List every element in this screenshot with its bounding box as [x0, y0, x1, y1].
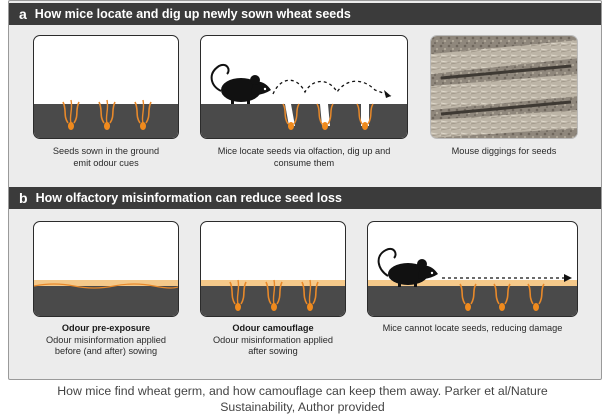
odour-wave-group: [316, 103, 334, 130]
seed-group: [301, 279, 319, 311]
photo-furrow: [440, 64, 572, 80]
section-b-title: How olfactory misinformation can reduce …: [35, 191, 342, 205]
soil-layer: [201, 104, 407, 138]
odour-wave-icon: [301, 281, 308, 305]
mouse-icon: [210, 64, 271, 104]
panel-a3-caption: Mouse diggings for seeds: [451, 146, 557, 156]
seed-group: [229, 279, 247, 311]
seed-icon: [271, 303, 277, 311]
odour-wave-icon: [316, 103, 323, 125]
panel-b1-caption: Odour pre-exposure Odour misinformation …: [45, 323, 166, 356]
seed-group: [459, 283, 477, 311]
seed-group: [527, 283, 545, 311]
section-a-title: How mice locate and dig up newly sown wh…: [34, 7, 351, 21]
odour-wave-icon: [109, 101, 116, 124]
panel-a2-caption: Mice locate seeds via olfaction, dig up …: [217, 146, 391, 168]
odour-wave-icon: [276, 281, 283, 305]
arrow-head: [384, 90, 391, 98]
seed-icon: [307, 303, 313, 311]
panel-mouse-digging: [200, 35, 408, 139]
panel-b3-caption: Mice cannot locate seeds, reducing damag…: [382, 323, 563, 333]
dig-hole: [320, 104, 330, 126]
photo-straw-row: [431, 74, 577, 110]
odour-wave-icon: [236, 279, 240, 305]
seed-group: [98, 99, 116, 130]
mouse-icon: [377, 248, 438, 287]
odour-wave-icon: [504, 283, 511, 305]
panel-mice-cannot-locate: [367, 221, 578, 317]
odour-wave-icon: [229, 281, 236, 305]
odour-wave-icon: [141, 99, 145, 124]
figure-caption: How mice find wheat germ, and how camouf…: [0, 383, 605, 415]
odour-wave-icon: [98, 101, 105, 124]
seed-icon: [140, 122, 146, 130]
odour-wave-icon: [145, 101, 152, 124]
seed-icon: [68, 122, 74, 130]
figure-caption-line1: How mice find wheat germ, and how camouf…: [57, 384, 548, 398]
odour-wave-icon: [272, 279, 276, 305]
odour-wave-group: [282, 103, 300, 130]
seed-group: [493, 283, 511, 311]
odour-wave-icon: [493, 283, 500, 305]
figure: a How mice locate and dig up newly sown …: [8, 0, 602, 380]
panel-seeds-sown: [33, 35, 179, 139]
seed-icon: [362, 122, 368, 130]
panel-mouse-diggings-photo: [430, 35, 578, 139]
panel-a1-caption: Seeds sown in the ground emit odour cues: [52, 146, 160, 168]
photo-straw-row: [431, 110, 577, 138]
figure-caption-line2: Sustainability, Author provided: [220, 400, 385, 414]
odour-wave-icon: [312, 281, 319, 305]
odour-wave-icon: [538, 283, 545, 305]
odour-wave-group: [356, 103, 374, 130]
odour-layer-edge: [34, 283, 178, 289]
odour-wave-icon: [105, 99, 109, 124]
seed-icon: [288, 122, 294, 130]
odour-wave-icon: [134, 101, 141, 124]
section-b-letter: b: [19, 190, 28, 206]
odour-wave-icon: [69, 99, 73, 124]
seed-group: [265, 279, 283, 311]
section-b-header: b How olfactory misinformation can reduc…: [9, 187, 601, 209]
odour-wave-icon: [293, 103, 300, 125]
photo-straw-row: [431, 40, 577, 74]
section-a-letter: a: [19, 6, 27, 22]
odour-wave-icon: [265, 281, 272, 305]
panel-odour-pre-exposure: [33, 221, 179, 317]
odour-wave-icon: [470, 283, 477, 305]
odour-wave-icon: [367, 103, 374, 125]
odour-wave-icon: [62, 101, 69, 124]
odour-wave-icon: [356, 103, 363, 125]
seed-icon: [499, 303, 505, 311]
odour-wave-icon: [73, 101, 80, 124]
odour-wave-icon: [240, 281, 247, 305]
odour-wave-icon: [308, 279, 312, 305]
seed-icon: [533, 303, 539, 311]
dig-hole: [285, 104, 295, 126]
odour-wave-icon: [459, 283, 466, 305]
section-a-header: a How mice locate and dig up newly sown …: [9, 3, 601, 25]
panel-b2-caption: Odour camouflage Odour misinformation ap…: [212, 323, 333, 356]
seed-group: [134, 99, 152, 130]
arrow-icon: [272, 79, 392, 97]
photo-furrow: [440, 100, 572, 116]
soil-layer: [34, 286, 178, 316]
odour-wave-icon: [282, 103, 289, 125]
seed-group: [62, 99, 80, 130]
odour-wave-icon: [527, 283, 534, 305]
seed-icon: [235, 303, 241, 311]
seed-icon: [104, 122, 110, 130]
panel-odour-camouflage: [200, 221, 346, 317]
arrow-head: [564, 274, 572, 282]
odour-wave-icon: [327, 103, 334, 125]
dig-hole: [361, 104, 369, 126]
seed-icon: [465, 303, 471, 311]
seed-icon: [322, 122, 328, 130]
